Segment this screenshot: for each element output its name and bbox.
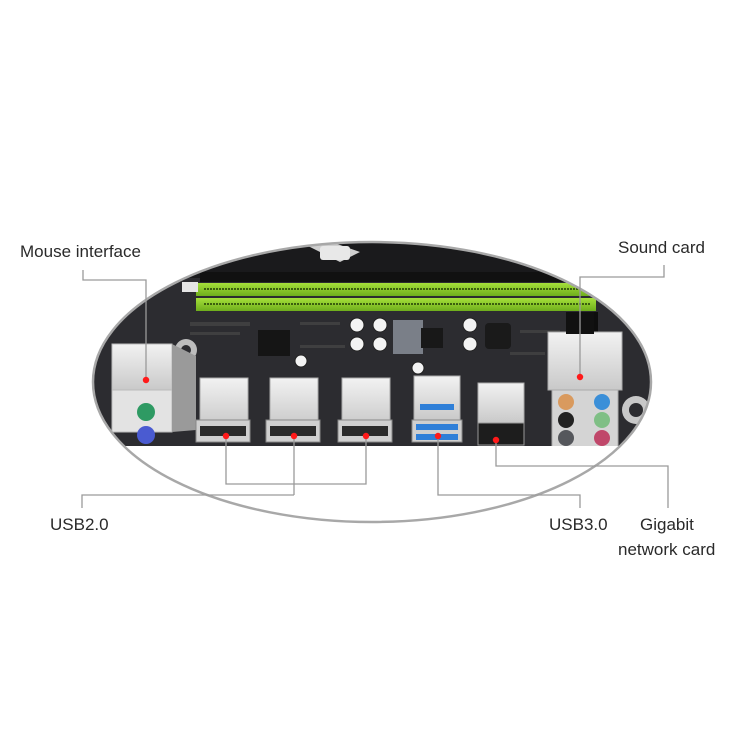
label-gigabit-line2: network card: [618, 540, 716, 559]
label-sound-card: Sound card: [618, 238, 705, 257]
usb2-ports: [195, 377, 393, 443]
label-mouse-interface: Mouse interface: [20, 242, 141, 261]
ellipse-frame: [91, 240, 653, 524]
callout-lines: [81, 265, 669, 508]
label-usb2: USB2.0: [50, 515, 109, 534]
rj45-port: [477, 382, 525, 446]
marker-dots: [142, 373, 584, 444]
label-gigabit-line1: Gigabit: [640, 515, 694, 534]
label-usb3: USB3.0: [549, 515, 608, 534]
audio-jacks: [547, 312, 623, 451]
usb3-port: [411, 375, 463, 443]
